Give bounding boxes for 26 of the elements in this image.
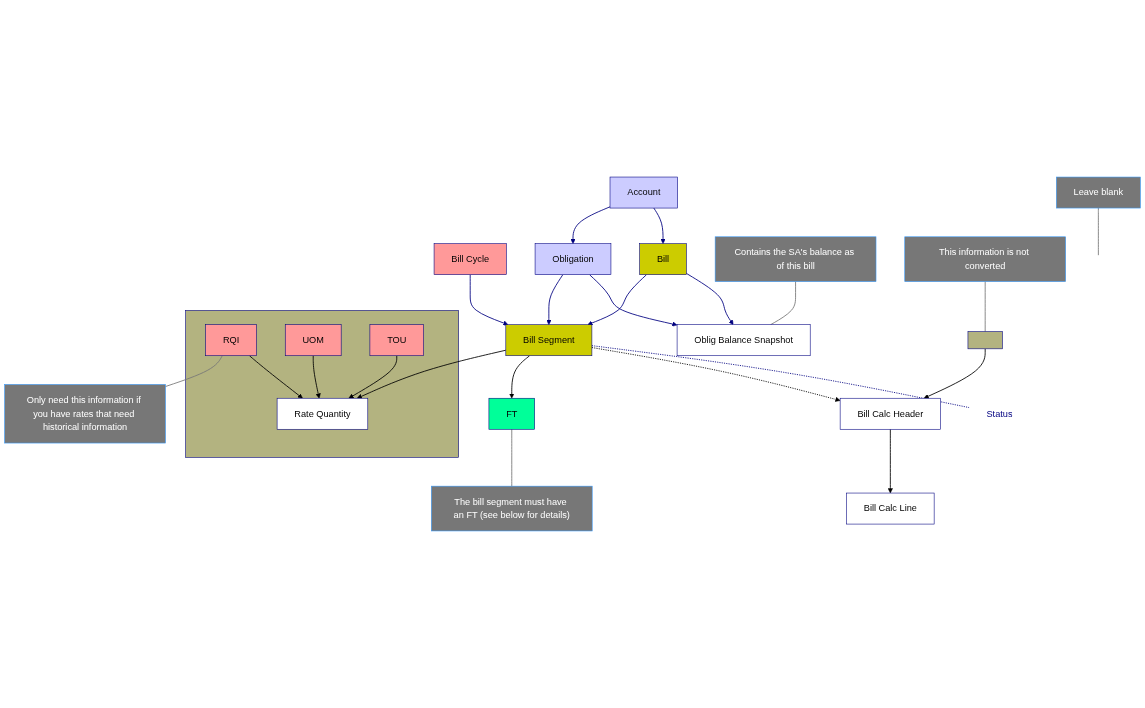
- node-box: UOM: [284, 324, 342, 356]
- node-box: TOU: [369, 324, 424, 356]
- node-box: Oblig Balance Snapshot: [676, 324, 811, 356]
- cluster: [185, 310, 459, 458]
- node-box: [967, 331, 1003, 350]
- connector: [165, 355, 223, 387]
- node-box: Rate Quantity: [276, 397, 369, 430]
- node-box: The bill segment must have an FT (see below for details): [431, 485, 593, 532]
- node-box: Bill Calc Line: [846, 492, 935, 525]
- node-box: RQI: [205, 324, 257, 356]
- node-box: This information is not converted: [904, 236, 1066, 282]
- node-box: Account: [609, 176, 678, 209]
- connector: [770, 281, 796, 326]
- node-box: Only need this information if you have rates that need historical information: [4, 384, 166, 444]
- connector: [1097, 207, 1099, 256]
- connector: [511, 428, 513, 487]
- node-box: Bill Calc Header: [839, 397, 941, 430]
- node-box: Bill: [639, 243, 687, 275]
- node-box: Leave blank: [1056, 176, 1141, 209]
- node-box: Contains the SA's balance as of this bill: [714, 236, 877, 282]
- node-text: Status: [986, 408, 1013, 419]
- node-box: FT: [488, 397, 535, 430]
- node-box: Bill Cycle: [433, 243, 507, 275]
- node-box: Obligation: [534, 243, 612, 275]
- node-box: Bill Segment: [505, 324, 593, 356]
- connector: [984, 281, 986, 332]
